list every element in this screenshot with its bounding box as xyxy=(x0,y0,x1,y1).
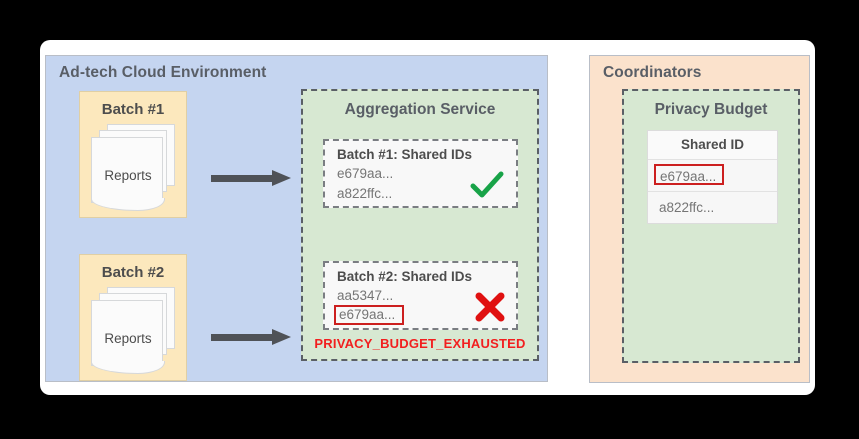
arrow-head xyxy=(272,329,291,345)
batch-1-box: Batch #1 Reports xyxy=(79,91,187,218)
arrow-shaft xyxy=(211,175,273,182)
arrow-shaft xyxy=(211,334,273,341)
reports-stack-1: Reports xyxy=(91,124,181,211)
aggregation-entry-2-id-2-highlighted: e679aa... xyxy=(334,305,405,325)
aggregation-entry-2-id-1: aa5347... xyxy=(337,288,394,303)
batch-2-label: Batch #2 xyxy=(101,264,165,281)
privacy-budget-table: Shared ID e679aa... a822ffc... xyxy=(647,130,778,224)
adtech-cloud-environment-panel: Ad-tech Cloud Environment Batch #1 Repor… xyxy=(45,55,548,382)
batch-1-label: Batch #1 xyxy=(101,101,165,118)
arrow-head xyxy=(272,170,291,186)
aggregation-entry-batch-1: Batch #1: Shared IDs e679aa... a822ffc..… xyxy=(323,139,518,208)
aggregation-entry-1-title: Batch #1: Shared IDs xyxy=(337,147,473,162)
aggregation-entry-1-id-2: a822ffc... xyxy=(337,186,393,201)
aggregation-service-title: Aggregation Service xyxy=(344,101,496,118)
arrow-batch1-to-service-icon xyxy=(211,170,293,186)
table-row: e679aa... xyxy=(648,160,777,192)
red-x-icon xyxy=(475,292,505,322)
reports-stack-2: Reports xyxy=(91,287,181,374)
arrow-batch2-to-service-icon xyxy=(211,329,293,345)
aggregation-entry-1-id-1: e679aa... xyxy=(337,166,394,181)
aggregation-service-box: Aggregation Service Batch #1: Shared IDs… xyxy=(301,89,539,361)
batch-2-box: Batch #2 Reports xyxy=(79,254,187,381)
privacy-budget-row-1-value: e679aa... xyxy=(654,164,725,185)
coordinators-panel: Coordinators Privacy Budget Shared ID e6… xyxy=(589,55,810,383)
table-row: a822ffc... xyxy=(648,192,777,223)
privacy-budget-table-header-shared-id: Shared ID xyxy=(648,131,777,160)
aggregation-entry-batch-2: Batch #2: Shared IDs aa5347... e679aa... xyxy=(323,261,518,330)
coordinators-panel-title: Coordinators xyxy=(603,64,702,81)
privacy-budget-row-2-value: a822ffc... xyxy=(659,200,715,215)
privacy-budget-box: Privacy Budget Shared ID e679aa... a822f… xyxy=(622,89,800,363)
privacy-budget-exhausted-error: PRIVACY_BUDGET_EXHAUSTED xyxy=(314,336,526,351)
diagram-canvas: Ad-tech Cloud Environment Batch #1 Repor… xyxy=(40,40,815,395)
report-sheet-front-icon: Reports xyxy=(91,137,165,211)
adtech-panel-title: Ad-tech Cloud Environment xyxy=(59,64,267,81)
reports-label-2: Reports xyxy=(104,331,152,346)
report-sheet-front-icon: Reports xyxy=(91,300,165,374)
privacy-budget-title: Privacy Budget xyxy=(654,101,768,118)
aggregation-entry-2-title: Batch #2: Shared IDs xyxy=(337,269,473,284)
reports-label-1: Reports xyxy=(104,168,152,183)
green-check-icon xyxy=(470,171,504,198)
